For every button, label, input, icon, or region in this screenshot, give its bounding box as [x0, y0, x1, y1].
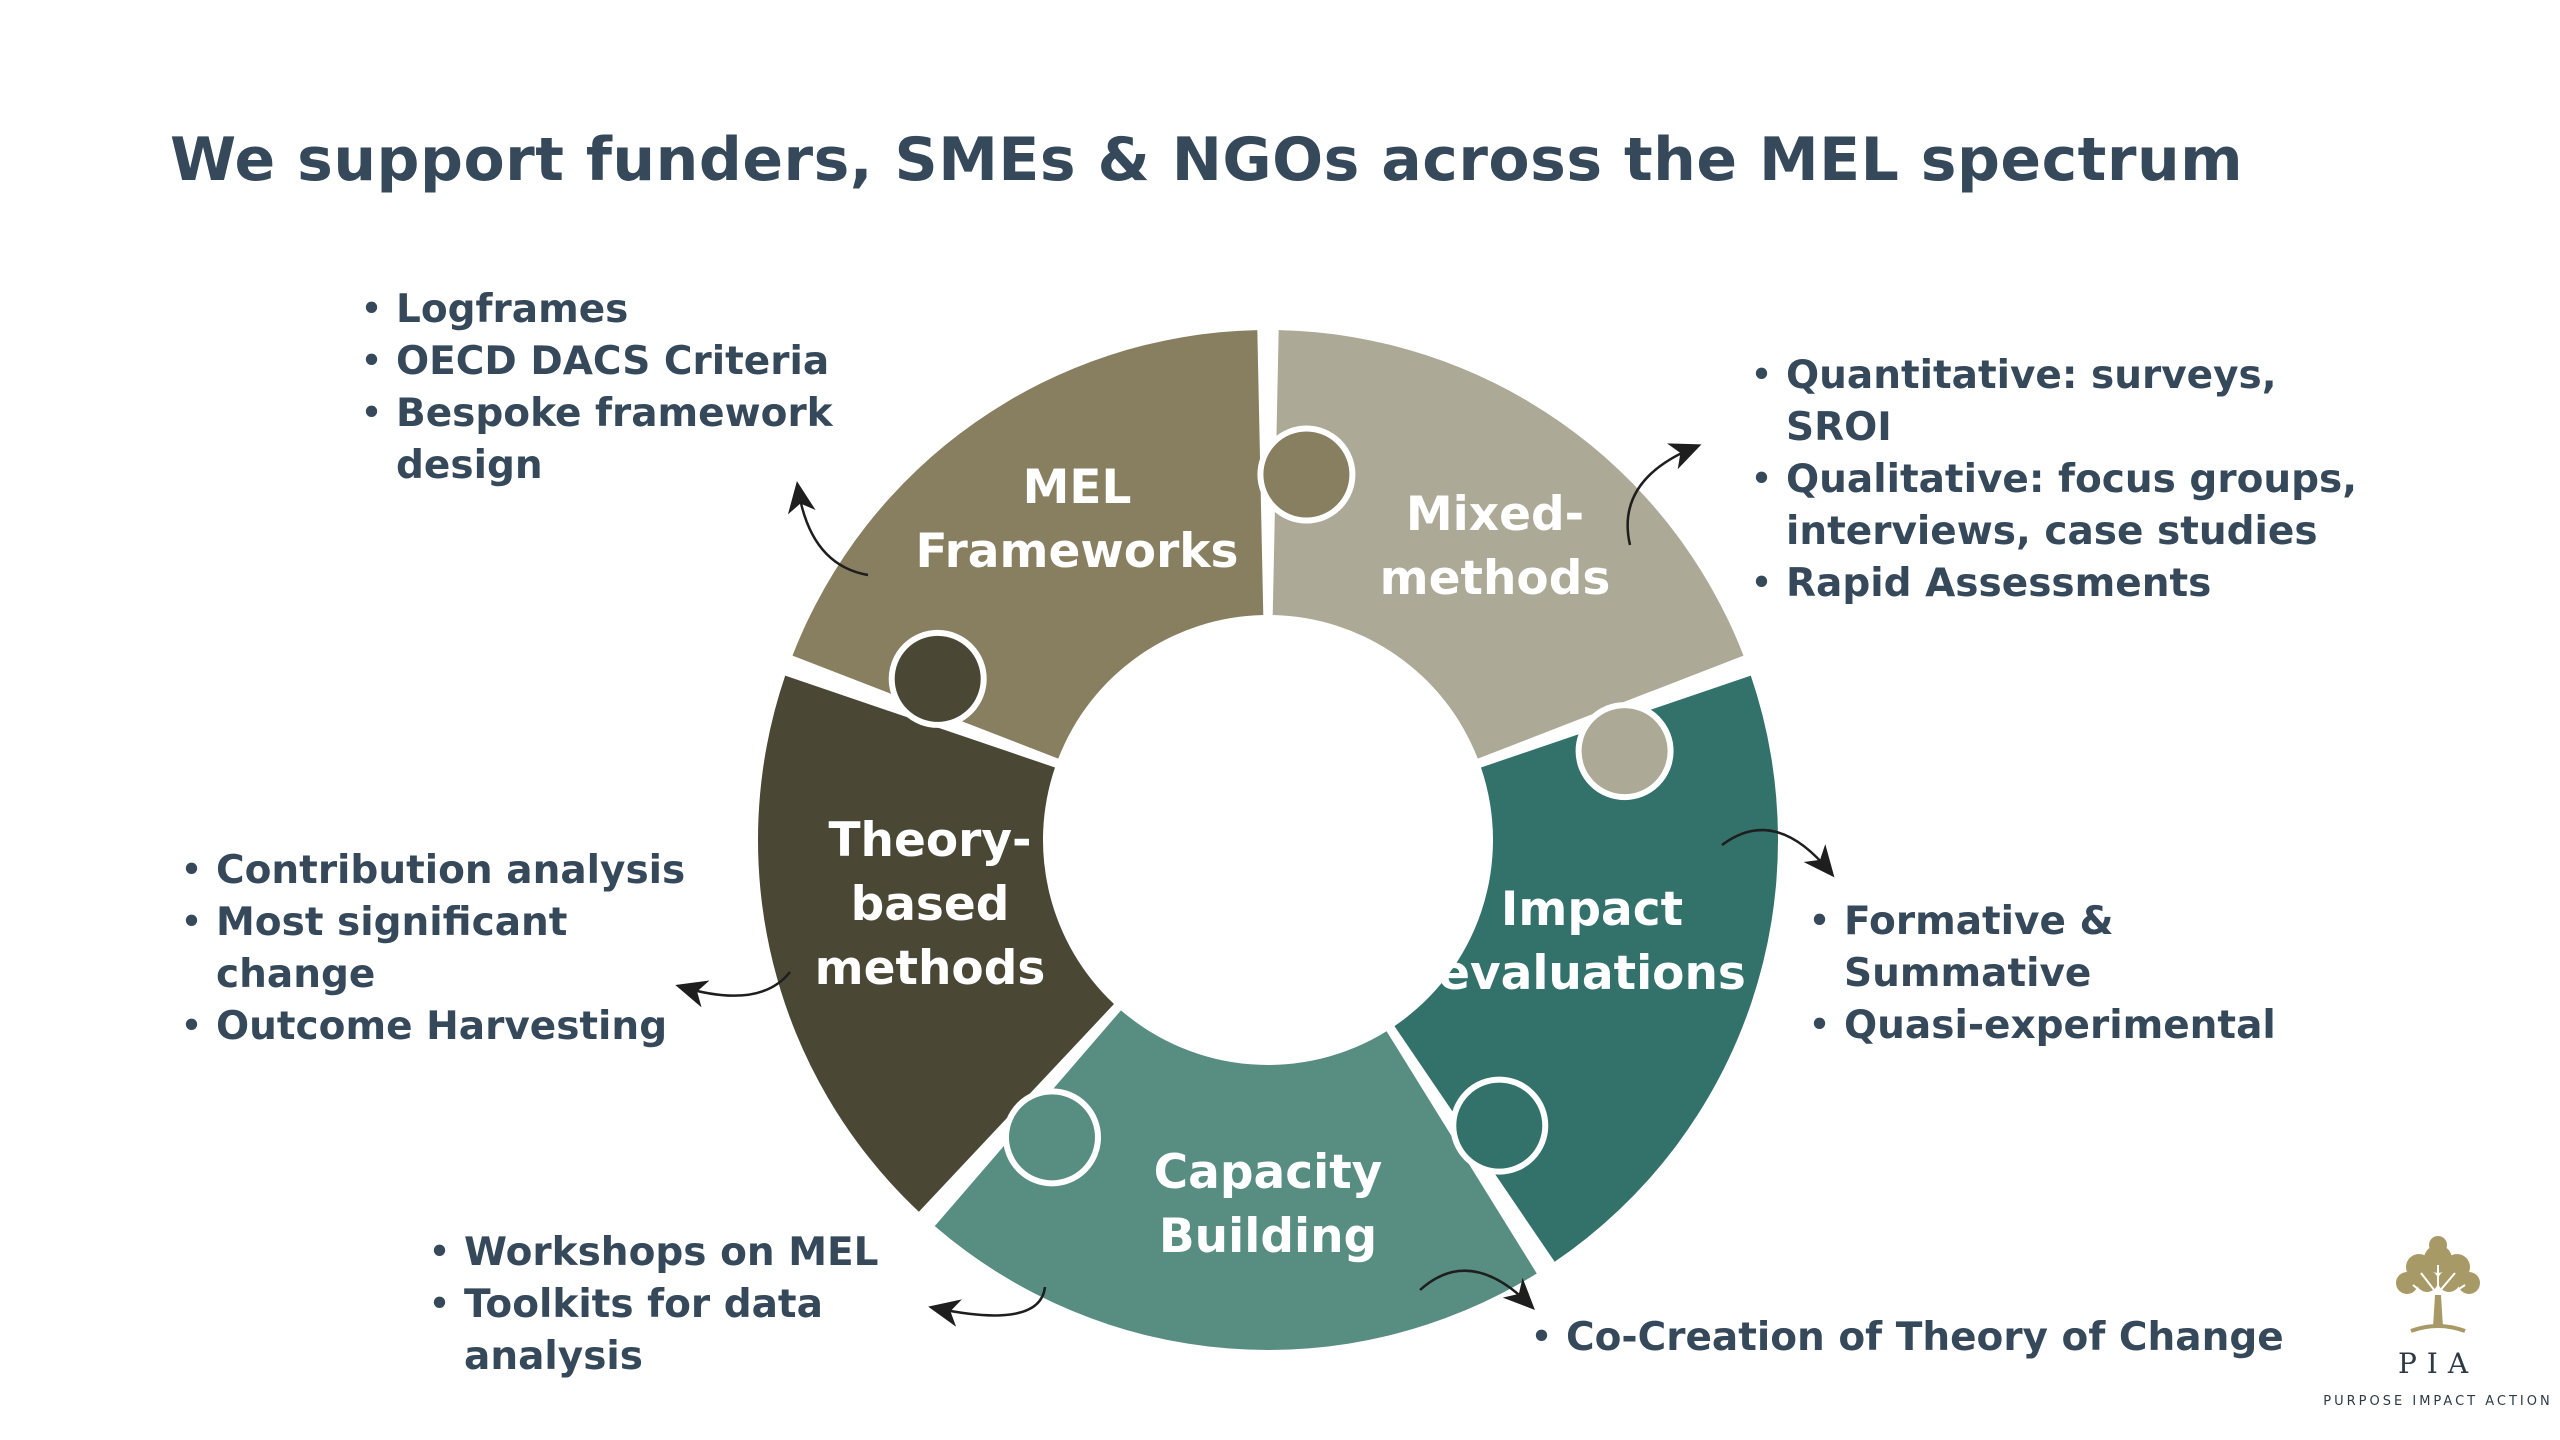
segment-capacity-building	[934, 1010, 1537, 1350]
list-item: Bespoke framework design	[360, 388, 880, 492]
puzzle-knob-4	[1002, 1088, 1101, 1187]
segment-label-mixed-methods: Mixed- methods	[1379, 487, 1611, 606]
segment-theory-based-methods	[758, 675, 1114, 1212]
segment-label-capacity-building: Capacity Building	[1153, 1145, 1383, 1264]
list-item: Contribution analysis	[180, 845, 740, 897]
impact-evaluations-bullets: Formative & Summative Quasi-experimental	[1808, 896, 2368, 1052]
arrow-to-impact-evaluations	[1721, 828, 1835, 878]
list-item: Formative & Summative	[1808, 896, 2368, 1000]
puzzle-knob-5	[888, 629, 987, 728]
arrow-to-mixed-methods	[1626, 443, 1702, 546]
pia-logo: PIA PURPOSE IMPACT ACTION	[2318, 1235, 2558, 1425]
puzzle-knob-1	[1257, 425, 1356, 524]
arrow-to-capacity-building	[1419, 1269, 1535, 1310]
list-item: OECD DACS Criteria	[360, 336, 880, 388]
segment-label-impact-evaluations: Impact evaluations	[1438, 882, 1746, 1001]
segment-label-theory-based-methods: Theory- based methods	[814, 813, 1046, 996]
list-item: Rapid Assessments	[1750, 558, 2370, 610]
list-item: Quantitative: surveys, SROI	[1750, 350, 2370, 454]
mixed-methods-bullets: Quantitative: surveys, SROI Qualitative:…	[1750, 350, 2370, 610]
arrow-to-mel-frameworks	[787, 481, 869, 577]
list-item: Co-Creation of Theory of Change	[1530, 1312, 2290, 1364]
page-title: We support funders, SMEs & NGOs across t…	[170, 125, 2244, 195]
list-item: Outcome Harvesting	[180, 1001, 740, 1053]
list-item: Workshops on MEL	[428, 1227, 898, 1279]
logo-tagline: PURPOSE IMPACT ACTION	[2323, 1394, 2553, 1409]
workshops-bullets: Workshops on MEL Toolkits for data analy…	[428, 1227, 898, 1383]
theory-based-bullets: Contribution analysis Most significant c…	[180, 845, 740, 1053]
logo-name: PIA	[2397, 1347, 2479, 1380]
list-item: Toolkits for data analysis	[428, 1279, 898, 1383]
mel-frameworks-bullets: Logframes OECD DACS Criteria Bespoke fra…	[360, 284, 880, 492]
list-item: Most significant change	[180, 897, 740, 1001]
arrow-to-workshops	[928, 1286, 1047, 1327]
list-item: Qualitative: focus groups, interviews, c…	[1750, 454, 2370, 558]
segment-mixed-methods	[1272, 330, 1744, 759]
capacity-building-bullets: Co-Creation of Theory of Change	[1530, 1312, 2290, 1364]
puzzle-knob-2	[1575, 702, 1674, 801]
segment-label-mel-frameworks: MEL Frameworks	[915, 460, 1239, 579]
tree-icon	[2396, 1236, 2480, 1333]
puzzle-knob-3	[1450, 1076, 1549, 1175]
list-item: Quasi-experimental	[1808, 1000, 2368, 1052]
list-item: Logframes	[360, 284, 880, 336]
